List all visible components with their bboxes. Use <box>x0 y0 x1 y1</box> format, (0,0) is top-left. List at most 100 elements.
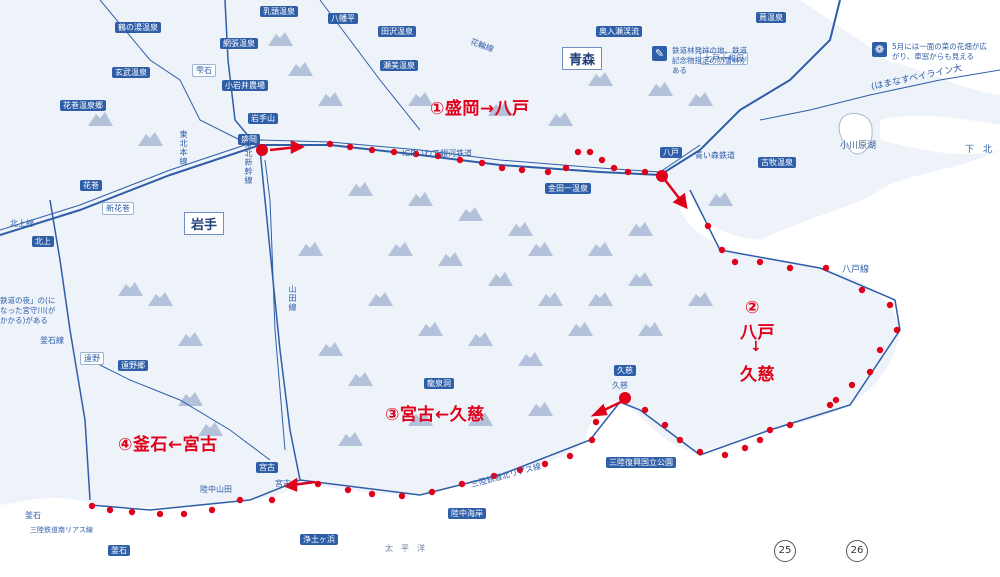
route-stop-dot <box>641 168 649 176</box>
route-stop-dot <box>390 148 398 156</box>
mountain-mark <box>528 242 553 256</box>
route-stop-dot <box>718 246 726 254</box>
route-label-3: ③宮古←久慈 <box>385 405 485 425</box>
route-stop-dot <box>756 436 764 444</box>
mountain-mark <box>588 72 613 86</box>
route-stop-dot <box>456 156 464 164</box>
mountain-mark <box>488 102 513 116</box>
route-label-2-b: 久慈 <box>740 365 775 385</box>
miyako-city-label: 宮古 <box>275 479 291 488</box>
station-kamaishi: 釜石 <box>108 545 130 556</box>
mountain-mark <box>628 222 653 236</box>
line-tohoku: 東北本線 <box>179 130 188 166</box>
route-stop-dot <box>106 506 114 514</box>
note-ginga: 鉄道の夜」の(になった宮守川(がかかる)がある <box>0 296 56 325</box>
place-setsu: 瀬美温泉 <box>380 60 418 71</box>
place-tsukanoyu: 鶴の湯温泉 <box>115 22 161 33</box>
line-aoimori: 青い森鉄道 <box>695 151 735 160</box>
route-stop-dot <box>498 164 506 172</box>
place-okuirase: 奥入瀬渓流 <box>596 26 642 37</box>
place-nyuto: 乳頭温泉 <box>260 6 298 17</box>
route-stop-dot <box>624 168 632 176</box>
mountain-mark <box>638 322 663 336</box>
route-stop-dot <box>326 140 334 148</box>
route-stop-dot <box>661 421 669 429</box>
lake-label: 小川原湖 <box>840 141 877 151</box>
route-stop-dot <box>128 508 136 516</box>
mountain-mark <box>468 332 493 346</box>
route-stop-dot <box>741 444 749 452</box>
route-stop-dot <box>592 418 600 426</box>
route-stop-dot <box>598 156 606 164</box>
route-stop-dot <box>641 406 649 414</box>
route-stop-dot <box>544 168 552 176</box>
route-stop-dot <box>428 488 436 496</box>
mountain-mark <box>468 412 493 426</box>
mountain-mark <box>318 342 343 356</box>
route-label-2-arrow: ↓ <box>750 339 763 355</box>
line-hachinohe: 八戸線 <box>842 265 870 275</box>
mountain-mark <box>148 292 173 306</box>
mountain-mark <box>688 292 713 306</box>
station-tono: 遠野 <box>80 352 104 365</box>
route-stop-dot <box>588 436 596 444</box>
route-stop-dot <box>786 421 794 429</box>
mountain-mark <box>438 252 463 266</box>
route-stop-dot <box>208 506 216 514</box>
station-miyako: 宮古 <box>256 462 278 473</box>
sea-label: 太平洋 <box>385 544 433 553</box>
route-stop-dot <box>786 264 794 272</box>
route-stop-dot <box>704 222 712 230</box>
station-hanamaki: 花巻 <box>80 180 102 191</box>
page-number-right: 26 <box>846 540 868 562</box>
place-tonocity: 遠野郷 <box>118 360 148 371</box>
route-stop-dot <box>518 166 526 174</box>
place-kanedaichi: 金田一温泉 <box>545 183 591 194</box>
route-stop-dot <box>412 150 420 158</box>
route-stop-dot <box>490 472 498 480</box>
place-amihari: 網張温泉 <box>220 38 258 49</box>
route-arrows <box>269 139 688 492</box>
route-stop-dot <box>756 258 764 266</box>
mountain-mark <box>408 192 433 206</box>
route-stop-dot <box>858 286 866 294</box>
place-tsutaonsen: 蔦温泉 <box>756 12 786 23</box>
place-ryusendo: 龍泉洞 <box>424 378 454 389</box>
kamaishi-station-label: 釜石 <box>25 511 41 520</box>
route-stop-dot <box>368 490 376 498</box>
route-stop-dot <box>458 480 466 488</box>
route-stop-dot <box>268 496 276 504</box>
mountain-mark <box>588 242 613 256</box>
place-hachimantai: 八幡平 <box>328 13 358 24</box>
route-stop-dot <box>314 480 322 488</box>
mountain-mark <box>408 412 433 426</box>
route-stop-dot <box>434 152 442 160</box>
route-stop-dot <box>541 460 549 468</box>
route-stop-dot <box>516 466 524 474</box>
mountain-mark <box>178 392 203 406</box>
route-stop-dot <box>156 510 164 518</box>
route-stop-dot <box>886 301 894 309</box>
snow-fence-icon: ✎ <box>652 46 667 61</box>
mountain-mark <box>348 182 373 196</box>
place-sanrikupark: 三陸復興国立公園 <box>606 457 676 468</box>
route-stop-dot <box>832 396 840 404</box>
shimokita-water <box>880 115 1000 155</box>
place-koiwai: 小岩井農場 <box>222 80 268 91</box>
station-kuji: 久慈 <box>614 365 636 376</box>
route-stop-dot <box>826 401 834 409</box>
rail-lines <box>0 0 1000 511</box>
route-stop-dot <box>848 381 856 389</box>
page-number-left: 25 <box>774 540 796 562</box>
note-tetsudo: 鉄道林発祥の地。鉄道記念物指定の防雪林がある <box>672 46 747 75</box>
line-yamada: 山田線 <box>288 285 297 312</box>
mountains <box>88 32 733 446</box>
mountain-mark <box>688 92 713 106</box>
mountain-mark <box>648 82 673 96</box>
kuji-town-label: 久慈 <box>612 381 628 390</box>
mountain-mark <box>488 272 513 286</box>
route-stop-dot <box>822 264 830 272</box>
route-stop-dot <box>562 164 570 172</box>
